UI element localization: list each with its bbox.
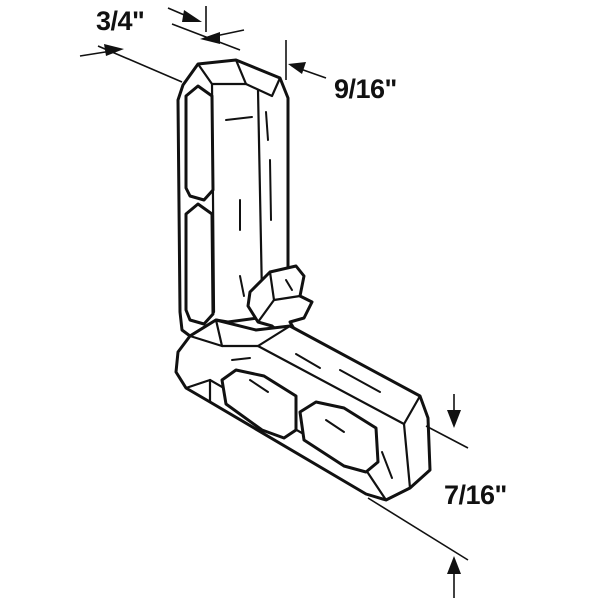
height-dimension-label: 7/16" xyxy=(444,480,507,510)
dimension-width: 3/4" xyxy=(79,6,245,83)
vertical-slot-upper xyxy=(184,84,215,202)
vertical-slot-lower xyxy=(184,202,215,326)
horizontal-slot-right xyxy=(298,400,380,474)
arrow-head xyxy=(447,410,461,428)
depth-dimension-label: 9/16" xyxy=(334,74,397,104)
dimension-depth: 9/16" xyxy=(285,40,397,104)
arrow-head xyxy=(288,62,306,74)
retaining-tab xyxy=(246,264,314,338)
width-dimension-label: 3/4" xyxy=(96,6,144,36)
arrow-head xyxy=(447,556,461,574)
arrow-head xyxy=(104,44,124,56)
arrow-head xyxy=(200,32,220,44)
arrow-head xyxy=(182,10,202,22)
horizontal-slot-left xyxy=(220,368,298,440)
vertical-arm xyxy=(176,58,290,338)
horizontal-arm xyxy=(174,318,432,502)
dimension-height: 7/16" xyxy=(367,394,507,598)
